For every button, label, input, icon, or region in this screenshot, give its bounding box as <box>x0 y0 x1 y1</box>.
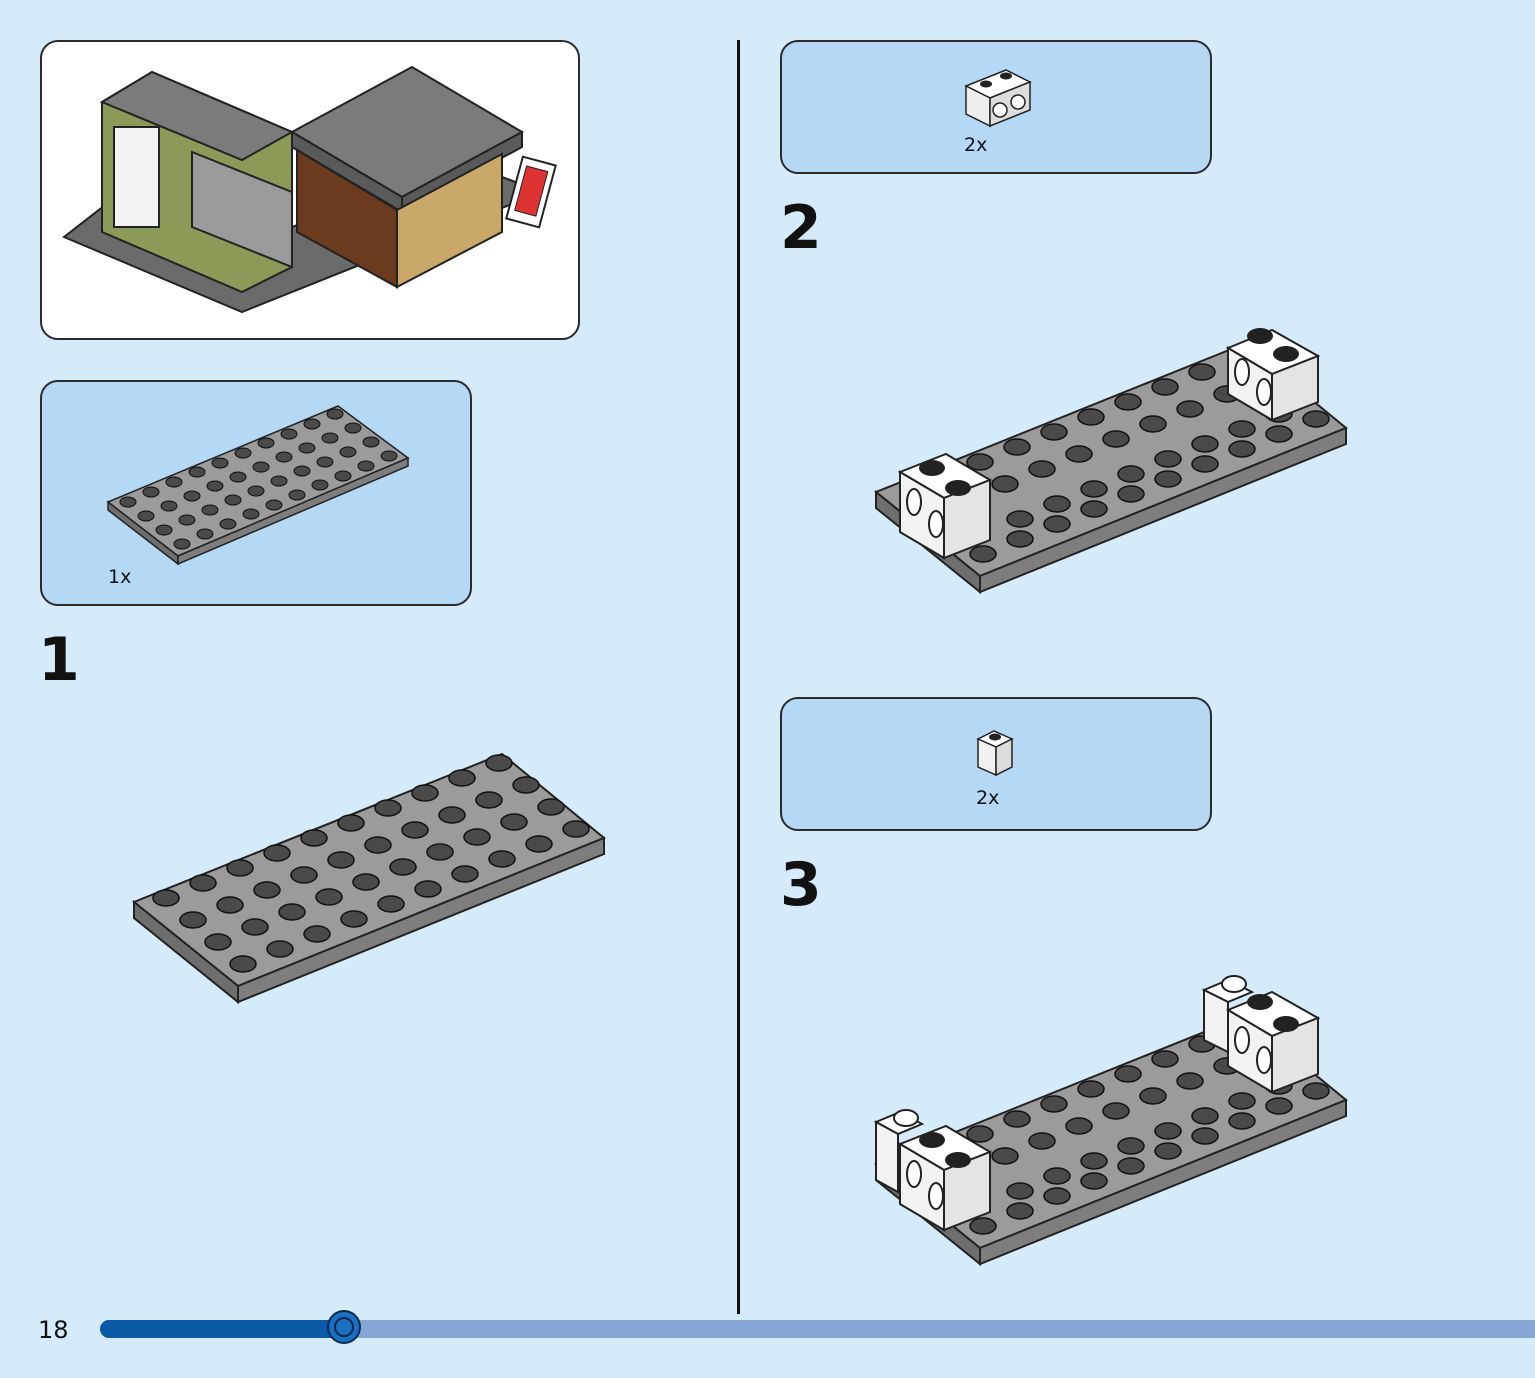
plate-4x10-dark-gray-icon <box>106 405 410 566</box>
preview-box <box>40 40 580 340</box>
step-2-parts-box: 2x <box>780 40 1212 174</box>
progress-fill <box>100 1320 344 1338</box>
part-quantity: 2x <box>964 134 988 156</box>
step-1-parts-box: 1x <box>40 380 472 606</box>
technic-brick-left <box>873 1109 993 1232</box>
step-3-assembly-illustration <box>873 975 1348 1267</box>
part-quantity: 2x <box>976 787 1000 809</box>
finished-model-illustration <box>62 65 557 314</box>
step-number: 3 <box>780 850 822 920</box>
technic-brick-left <box>897 452 993 560</box>
step-3-parts-box: 2x <box>780 697 1212 831</box>
step-1-plate-illustration <box>132 752 606 1005</box>
step-number: 2 <box>780 193 822 263</box>
brick-1x1-white-icon <box>976 730 1014 777</box>
step-number: 1 <box>38 625 80 695</box>
column-divider <box>737 40 740 1314</box>
part-quantity: 1x <box>108 566 132 588</box>
technic-brick-right <box>1225 328 1321 422</box>
progress-knob <box>327 1310 361 1344</box>
step-2-assembly-illustration <box>874 328 1348 595</box>
technic-brick-right <box>1201 975 1321 1094</box>
progress-track <box>100 1320 1535 1338</box>
page-number: 18 <box>38 1316 69 1344</box>
technic-brick-1x2-white-icon <box>964 69 1032 128</box>
